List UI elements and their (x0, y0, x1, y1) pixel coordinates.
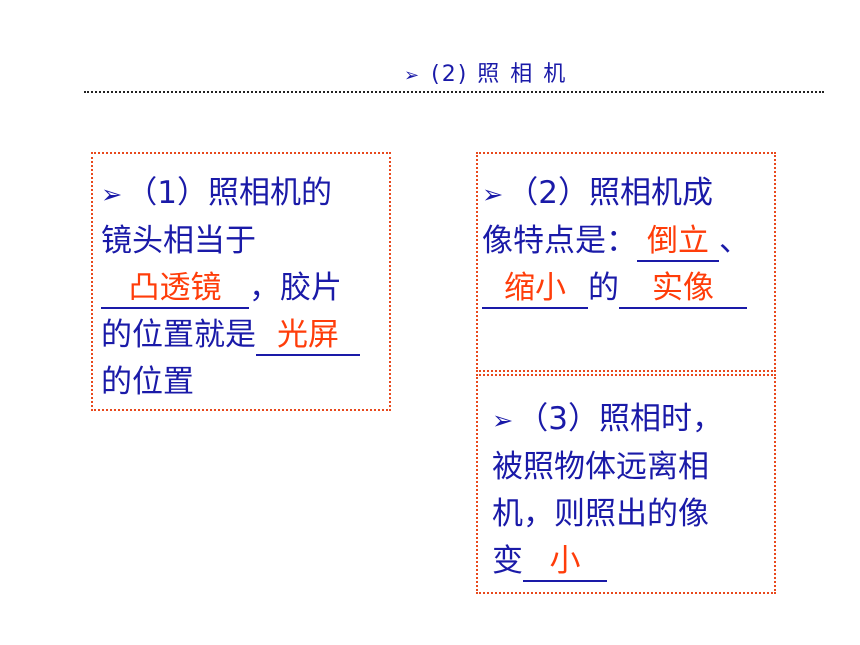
question-box-3: ➢（3）照相时， 被照物体远离相 机，则照出的像 变小 (476, 374, 776, 594)
box2-text-1: （2）照相机成 (507, 175, 714, 211)
box2-text-2: 像特点是： (482, 223, 637, 259)
box3-line-2: 被照物体远离相 (492, 449, 709, 485)
slide-title: (2) 照 相 机 (431, 62, 568, 87)
arrow-bullet-icon: ➢ (404, 65, 422, 86)
box2-separator: 、 (719, 223, 750, 259)
answer-convex-lens: 凸透镜 (128, 270, 222, 306)
box1-line-3: 凸透镜 ，胶片 (101, 265, 383, 312)
box2-line-1: ➢（2）照相机成 (482, 170, 768, 218)
arrow-bullet-icon: ➢ (492, 405, 514, 435)
answer-screen: 光屏 (277, 317, 339, 353)
question-box-1: ➢（1）照相机的 镜头相当于 凸透镜 ，胶片 的位置就是光屏 的位置 (91, 152, 391, 411)
box2-line-3: 缩小的实像 (482, 265, 768, 312)
header-divider (84, 91, 824, 93)
question-box-2: ➢（2）照相机成 像特点是： 倒立、 缩小的实像 (476, 152, 776, 372)
box3-text-1: （3）照相时， (517, 401, 724, 437)
answer-inverted: 倒立 (647, 223, 709, 259)
answer-blank-size: 缩小 (482, 269, 588, 309)
box1-text-1: （1）照相机的 (126, 175, 333, 211)
answer-blank-change: 小 (523, 542, 607, 582)
box3-line-3: 机，则照出的像 (492, 496, 709, 532)
answer-blank-lens: 凸透镜 (101, 269, 249, 309)
box1-line-4: 的位置就是光屏 (101, 312, 383, 359)
box1-text-4: 的位置就是 (101, 317, 256, 353)
box1-text-3: ，胶片 (249, 270, 342, 306)
box2-line-2: 像特点是： 倒立、 (482, 218, 768, 265)
answer-blank-upright: 倒立 (637, 222, 719, 262)
answer-smaller: 小 (549, 543, 581, 579)
box1-line-5: 的位置 (101, 364, 194, 400)
box3-text-4: 变 (492, 543, 523, 579)
box1-line-1: ➢（1）照相机的 (101, 170, 383, 218)
box1-line-2: 镜头相当于 (101, 223, 256, 259)
box3-line-4: 变小 (492, 538, 768, 585)
box2-text-3: 的 (588, 270, 619, 306)
arrow-bullet-icon: ➢ (482, 179, 504, 209)
arrow-bullet-icon: ➢ (101, 179, 123, 209)
box3-line-1: ➢（3）照相时， (492, 396, 768, 444)
answer-blank-screen: 光屏 (256, 316, 360, 356)
slide-header: ➢ (2) 照 相 机 (404, 56, 567, 88)
answer-real-image: 实像 (652, 270, 714, 306)
answer-blank-image-type: 实像 (619, 269, 747, 309)
answer-reduced: 缩小 (504, 270, 566, 306)
